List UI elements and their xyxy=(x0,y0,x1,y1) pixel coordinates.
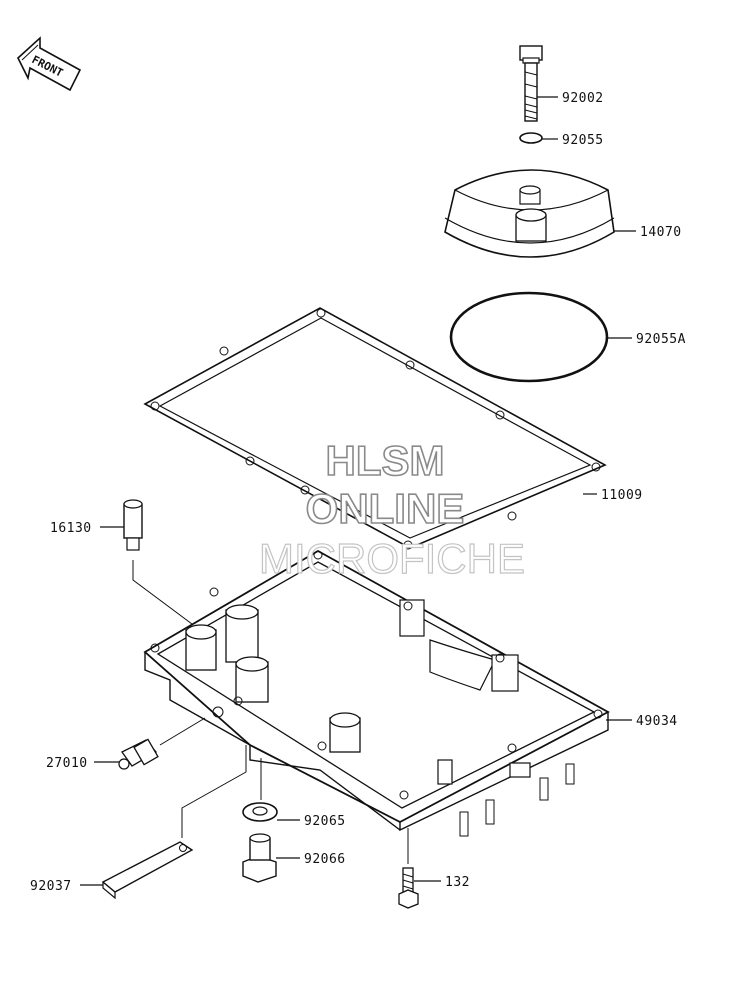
part-label-92055: 92055 xyxy=(562,133,604,148)
part-label-11009: 11009 xyxy=(601,488,643,503)
fitting xyxy=(123,499,143,551)
part-label-27010: 27010 xyxy=(46,756,88,771)
o-ring-small xyxy=(519,132,543,144)
part-label-14070: 14070 xyxy=(640,225,682,240)
watermark-line2: ONLINE xyxy=(306,485,465,532)
bolt-92002 xyxy=(519,45,543,122)
bracket xyxy=(101,841,194,900)
part-label-16130: 16130 xyxy=(50,521,92,536)
part-label-92065: 92065 xyxy=(304,814,346,829)
o-ring-large xyxy=(449,291,609,383)
oil-pan xyxy=(143,549,610,837)
watermark-line1: HLSM xyxy=(326,437,445,484)
pan-bolt xyxy=(398,867,419,909)
washer xyxy=(242,802,278,822)
part-label-92002: 92002 xyxy=(562,91,604,106)
watermark-line3: MICROFICHE xyxy=(259,535,525,582)
part-label-49034: 49034 xyxy=(636,714,678,729)
watermark: HLSM ONLINE MICROFICHE xyxy=(258,436,525,582)
gasket xyxy=(143,307,607,550)
part-label-92055A: 92055A xyxy=(636,332,686,347)
switch xyxy=(118,738,159,770)
filter-cover xyxy=(444,169,615,258)
part-label-132: 132 xyxy=(445,875,470,890)
part-label-92066: 92066 xyxy=(304,852,346,867)
drain-plug xyxy=(242,833,277,883)
part-label-92037: 92037 xyxy=(30,879,72,894)
front-arrow-icon: FRONT xyxy=(17,36,82,92)
